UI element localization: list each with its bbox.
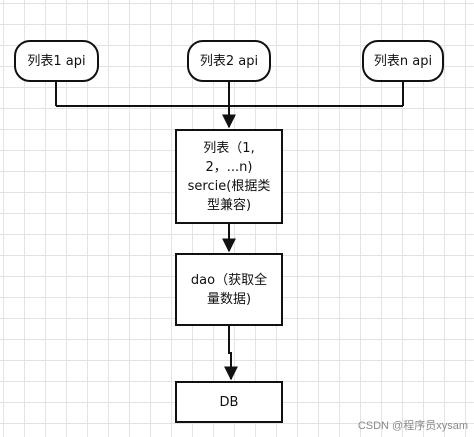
node-service-text: 列表（1, 2，...n) sercie(根据类 型兼容) xyxy=(185,139,273,215)
node-dao-line-2: 量数据) xyxy=(206,291,252,307)
node-dao-line-1: dao（获取全 xyxy=(190,272,268,288)
node-list2-api-label: 列表2 api xyxy=(199,53,259,69)
node-list1-api-label: 列表1 api xyxy=(27,53,86,69)
node-listn-api-label: 列表n api xyxy=(373,53,433,69)
node-service-line-1: 列表（1, xyxy=(203,140,255,156)
node-service-line-4: 型兼容) xyxy=(206,197,252,213)
watermark: CSDN @程序员xysam xyxy=(357,420,468,432)
node-list2-api: 列表2 api xyxy=(187,40,271,82)
node-service-line-2: 2，...n) xyxy=(205,159,253,175)
edge-dao-to-db xyxy=(224,326,238,381)
node-service-line-3: sercie(根据类 xyxy=(187,178,271,194)
node-dao: dao（获取全 量数据) xyxy=(175,253,283,326)
node-service: 列表（1, 2，...n) sercie(根据类 型兼容) xyxy=(175,129,283,224)
node-listn-api: 列表n api xyxy=(362,40,444,82)
node-list1-api: 列表1 api xyxy=(14,40,99,82)
node-db-label: DB xyxy=(219,394,239,410)
node-db: DB xyxy=(175,381,283,423)
node-dao-text: dao（获取全 量数据) xyxy=(185,271,273,309)
